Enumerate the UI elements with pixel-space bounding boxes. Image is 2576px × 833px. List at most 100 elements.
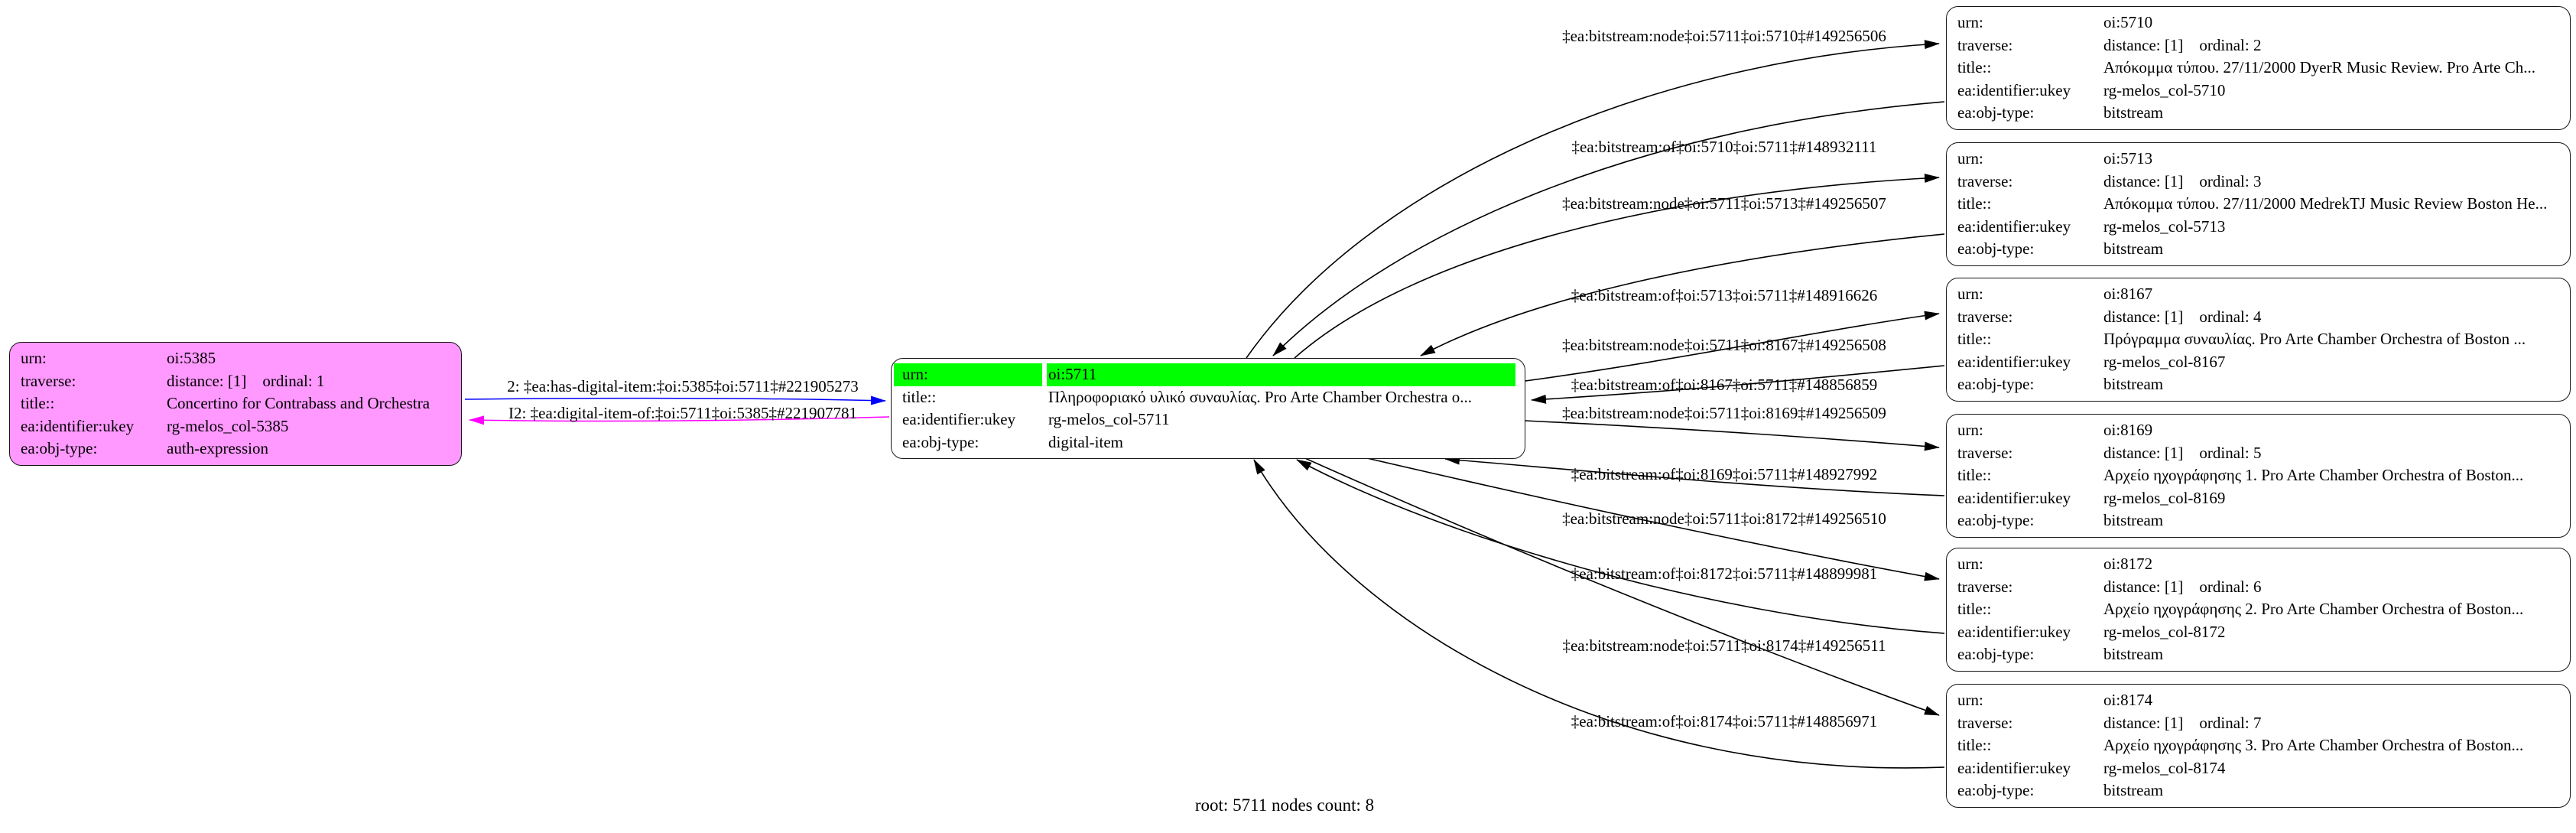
field-value: oi:8169 <box>2103 421 2153 439</box>
edge-label-bitstream-node-8172: ‡ea:bitstream:node‡oi:5711‡oi:8172‡#1492… <box>1562 509 1886 528</box>
edge-label-bitstream-of-5710: ‡ea:bitstream:of‡oi:5710‡oi:5711‡#148932… <box>1571 138 1877 156</box>
field-value: Απόκομμα τύπου. 27/11/2000 DyerR Music R… <box>2103 58 2535 76</box>
node-row: urn: oi:5710 <box>1947 11 2570 34</box>
field-value: Αρχείο ηχογράφησης 1. Pro Arte Chamber O… <box>2103 466 2524 484</box>
node-row: title::Απόκομμα τύπου. 27/11/2000 Medrek… <box>1947 193 2570 216</box>
node-row: urn: oi:8167 <box>1947 283 2570 306</box>
field-value: rg-melos_col-8172 <box>2103 622 2226 641</box>
field-value: Απόκομμα τύπου. 27/11/2000 MedrekTJ Musi… <box>2103 194 2548 213</box>
field-value: distance: [1] ordinal: 2 <box>2103 35 2262 54</box>
field-key: title:: <box>1957 466 1992 484</box>
node-row: title::Απόκομμα τύπου. 27/11/2000 DyerR … <box>1947 57 2570 80</box>
graph-caption: root: 5711 nodes count: 8 <box>1194 796 1375 815</box>
node-row: ea:obj-type:digital-item <box>892 431 1525 454</box>
field-key: title:: <box>1957 58 1992 76</box>
edge-bitstream-node-8174 <box>1299 455 1940 716</box>
field-value: oi:5385 <box>167 349 216 367</box>
edge-bitstream-of-8169 <box>1444 455 1945 496</box>
node-row: traverse:distance: [1] ordinal: 1 <box>10 370 461 393</box>
field-key: ea:obj-type: <box>21 439 98 457</box>
field-value: bitstream <box>2103 375 2164 393</box>
field-value: Concertino for Contrabass and Orchestra <box>167 394 430 412</box>
node-row: title::Πληροφοριακό υλικό συναυλίας. Pro… <box>892 386 1525 409</box>
field-key: ea:obj-type: <box>1957 239 2035 258</box>
field-key: title:: <box>902 387 937 406</box>
field-value: auth-expression <box>167 439 268 457</box>
field-value: rg-melos_col-5385 <box>167 416 289 435</box>
field-key: ea:identifier:ukey <box>1957 622 2071 641</box>
edge-bitstream-node-8167 <box>1525 311 1940 382</box>
field-value: Αρχείο ηχογράφησης 2. Pro Arte Chamber O… <box>2103 600 2524 618</box>
field-value: rg-melos_col-5713 <box>2103 216 2226 236</box>
field-key: urn: <box>1957 149 1983 168</box>
field-key: urn: <box>1957 691 1983 709</box>
edge-has-digital-item <box>464 395 886 405</box>
field-value: distance: [1] ordinal: 6 <box>2103 577 2262 596</box>
field-key: urn: <box>894 363 1042 386</box>
edge-label-bitstream-of-8167: ‡ea:bitstream:of‡oi:8167‡oi:5711‡#148856… <box>1571 376 1878 394</box>
node-oi-5385[interactable]: urn: oi:5385 traverse:distance: [1] ordin… <box>9 342 462 466</box>
node-oi-8172[interactable]: urn:oi:8172 traverse:distance: [1] ordin… <box>1946 548 2571 672</box>
field-value: oi:5713 <box>2103 149 2153 168</box>
field-value: rg-melos_col-8169 <box>2103 488 2226 507</box>
field-value: bitstream <box>2103 103 2164 122</box>
field-key: traverse: <box>1957 443 2013 462</box>
node-row: title::Αρχείο ηχογράφησης 1. Pro Arte Ch… <box>1947 464 2570 487</box>
field-value: oi:5711 <box>1047 363 1515 386</box>
edge-bitstream-of-8167 <box>1531 365 1945 404</box>
edge-bitstream-of-5710 <box>1272 101 1945 356</box>
field-key: ea:identifier:ukey <box>21 416 135 435</box>
field-value: oi:5710 <box>2103 13 2153 31</box>
field-key: title:: <box>1957 194 1992 213</box>
node-row: ea:identifier:ukey rg-melos_col-8172 <box>1947 621 2570 644</box>
node-row: urn: oi:5713 <box>1947 148 2570 171</box>
field-key: traverse: <box>1957 307 2013 326</box>
field-key: ea:obj-type: <box>902 432 979 451</box>
field-value: bitstream <box>2103 645 2164 663</box>
field-key: traverse: <box>21 371 76 390</box>
field-value: distance: [1] ordinal: 4 <box>2103 307 2262 326</box>
field-value: distance: [1] ordinal: 7 <box>2103 713 2262 732</box>
field-key: urn: <box>1957 13 1983 31</box>
field-value: rg-melos_col-8174 <box>2103 758 2226 777</box>
node-row: urn:oi:8169 <box>1947 419 2570 442</box>
node-row: traverse:distance: [1] ordinal: 7 <box>1947 712 2570 735</box>
field-key: urn: <box>21 349 47 367</box>
node-oi-5710[interactable]: urn: oi:5710 traverse:distance: [1] ordin… <box>1946 6 2571 130</box>
field-value: rg-melos_col-8167 <box>2103 352 2226 371</box>
node-row: traverse:distance: [1] ordinal: 2 <box>1947 34 2570 57</box>
node-oi-8174[interactable]: urn: oi:8174 traverse:distance: [1] ordin… <box>1946 684 2571 808</box>
node-oi-5713[interactable]: urn:oi:5713 traverse:distance: [1] ordin… <box>1946 142 2571 266</box>
node-row: ea:identifier:ukey rg-melos_col-5385 <box>10 415 461 438</box>
field-key: ea:obj-type: <box>1957 511 2035 529</box>
edge-label-bitstream-node-8167: ‡ea:bitstream:node‡oi:5711‡oi:8167‡#1492… <box>1562 336 1886 354</box>
field-key: title:: <box>1957 330 1992 348</box>
node-oi-8167[interactable]: urn: oi:8167 traverse: distance: [1] ordin… <box>1946 278 2571 402</box>
field-key: ea:identifier:ukey <box>902 410 1016 428</box>
field-value: bitstream <box>2103 781 2164 799</box>
node-row: traverse: distance: [1] ordinal: 4 <box>1947 306 2570 329</box>
edge-bitstream-of-8172 <box>1296 459 1945 634</box>
field-key: ea:identifier:ukey <box>1957 80 2071 99</box>
field-key: urn: <box>1957 285 1983 303</box>
field-key: ea:identifier:ukey <box>1957 758 2071 777</box>
field-key: ea:obj-type: <box>1957 103 2035 122</box>
edge-label-bitstream-of-5713: ‡ea:bitstream:of‡oi:5713‡oi:5711‡#148916… <box>1571 286 1878 304</box>
node-row: ea:identifier:ukey rg-melos_col-8169 <box>1947 487 2570 510</box>
field-key: ea:obj-type: <box>1957 781 2035 799</box>
node-oi-5711[interactable]: urn:oi:5711 title::Πληροφοριακό υλικό συ… <box>891 358 1525 459</box>
node-row: traverse:distance: [1] ordinal: 5 <box>1947 442 2570 465</box>
field-value: oi:8174 <box>2103 691 2153 709</box>
edge-bitstream-node-8172 <box>1356 455 1940 581</box>
node-row: ea:obj-type:bitstream <box>1947 643 2570 666</box>
node-oi-8169[interactable]: urn:oi:8169 traverse:distance: [1] ordin… <box>1946 414 2571 538</box>
node-row: title::Πρόγραμμα συναυλίας. Pro Arte Cha… <box>1947 328 2570 351</box>
edge-label-bitstream-of-8169: ‡ea:bitstream:of‡oi:8169‡oi:5711‡#148927… <box>1571 465 1878 483</box>
field-key: title:: <box>1957 600 1992 618</box>
field-value: oi:8167 <box>2103 285 2153 303</box>
field-key: ea:identifier:ukey <box>1957 488 2071 507</box>
node-row: ea:obj-type:bitstream <box>1947 509 2570 532</box>
